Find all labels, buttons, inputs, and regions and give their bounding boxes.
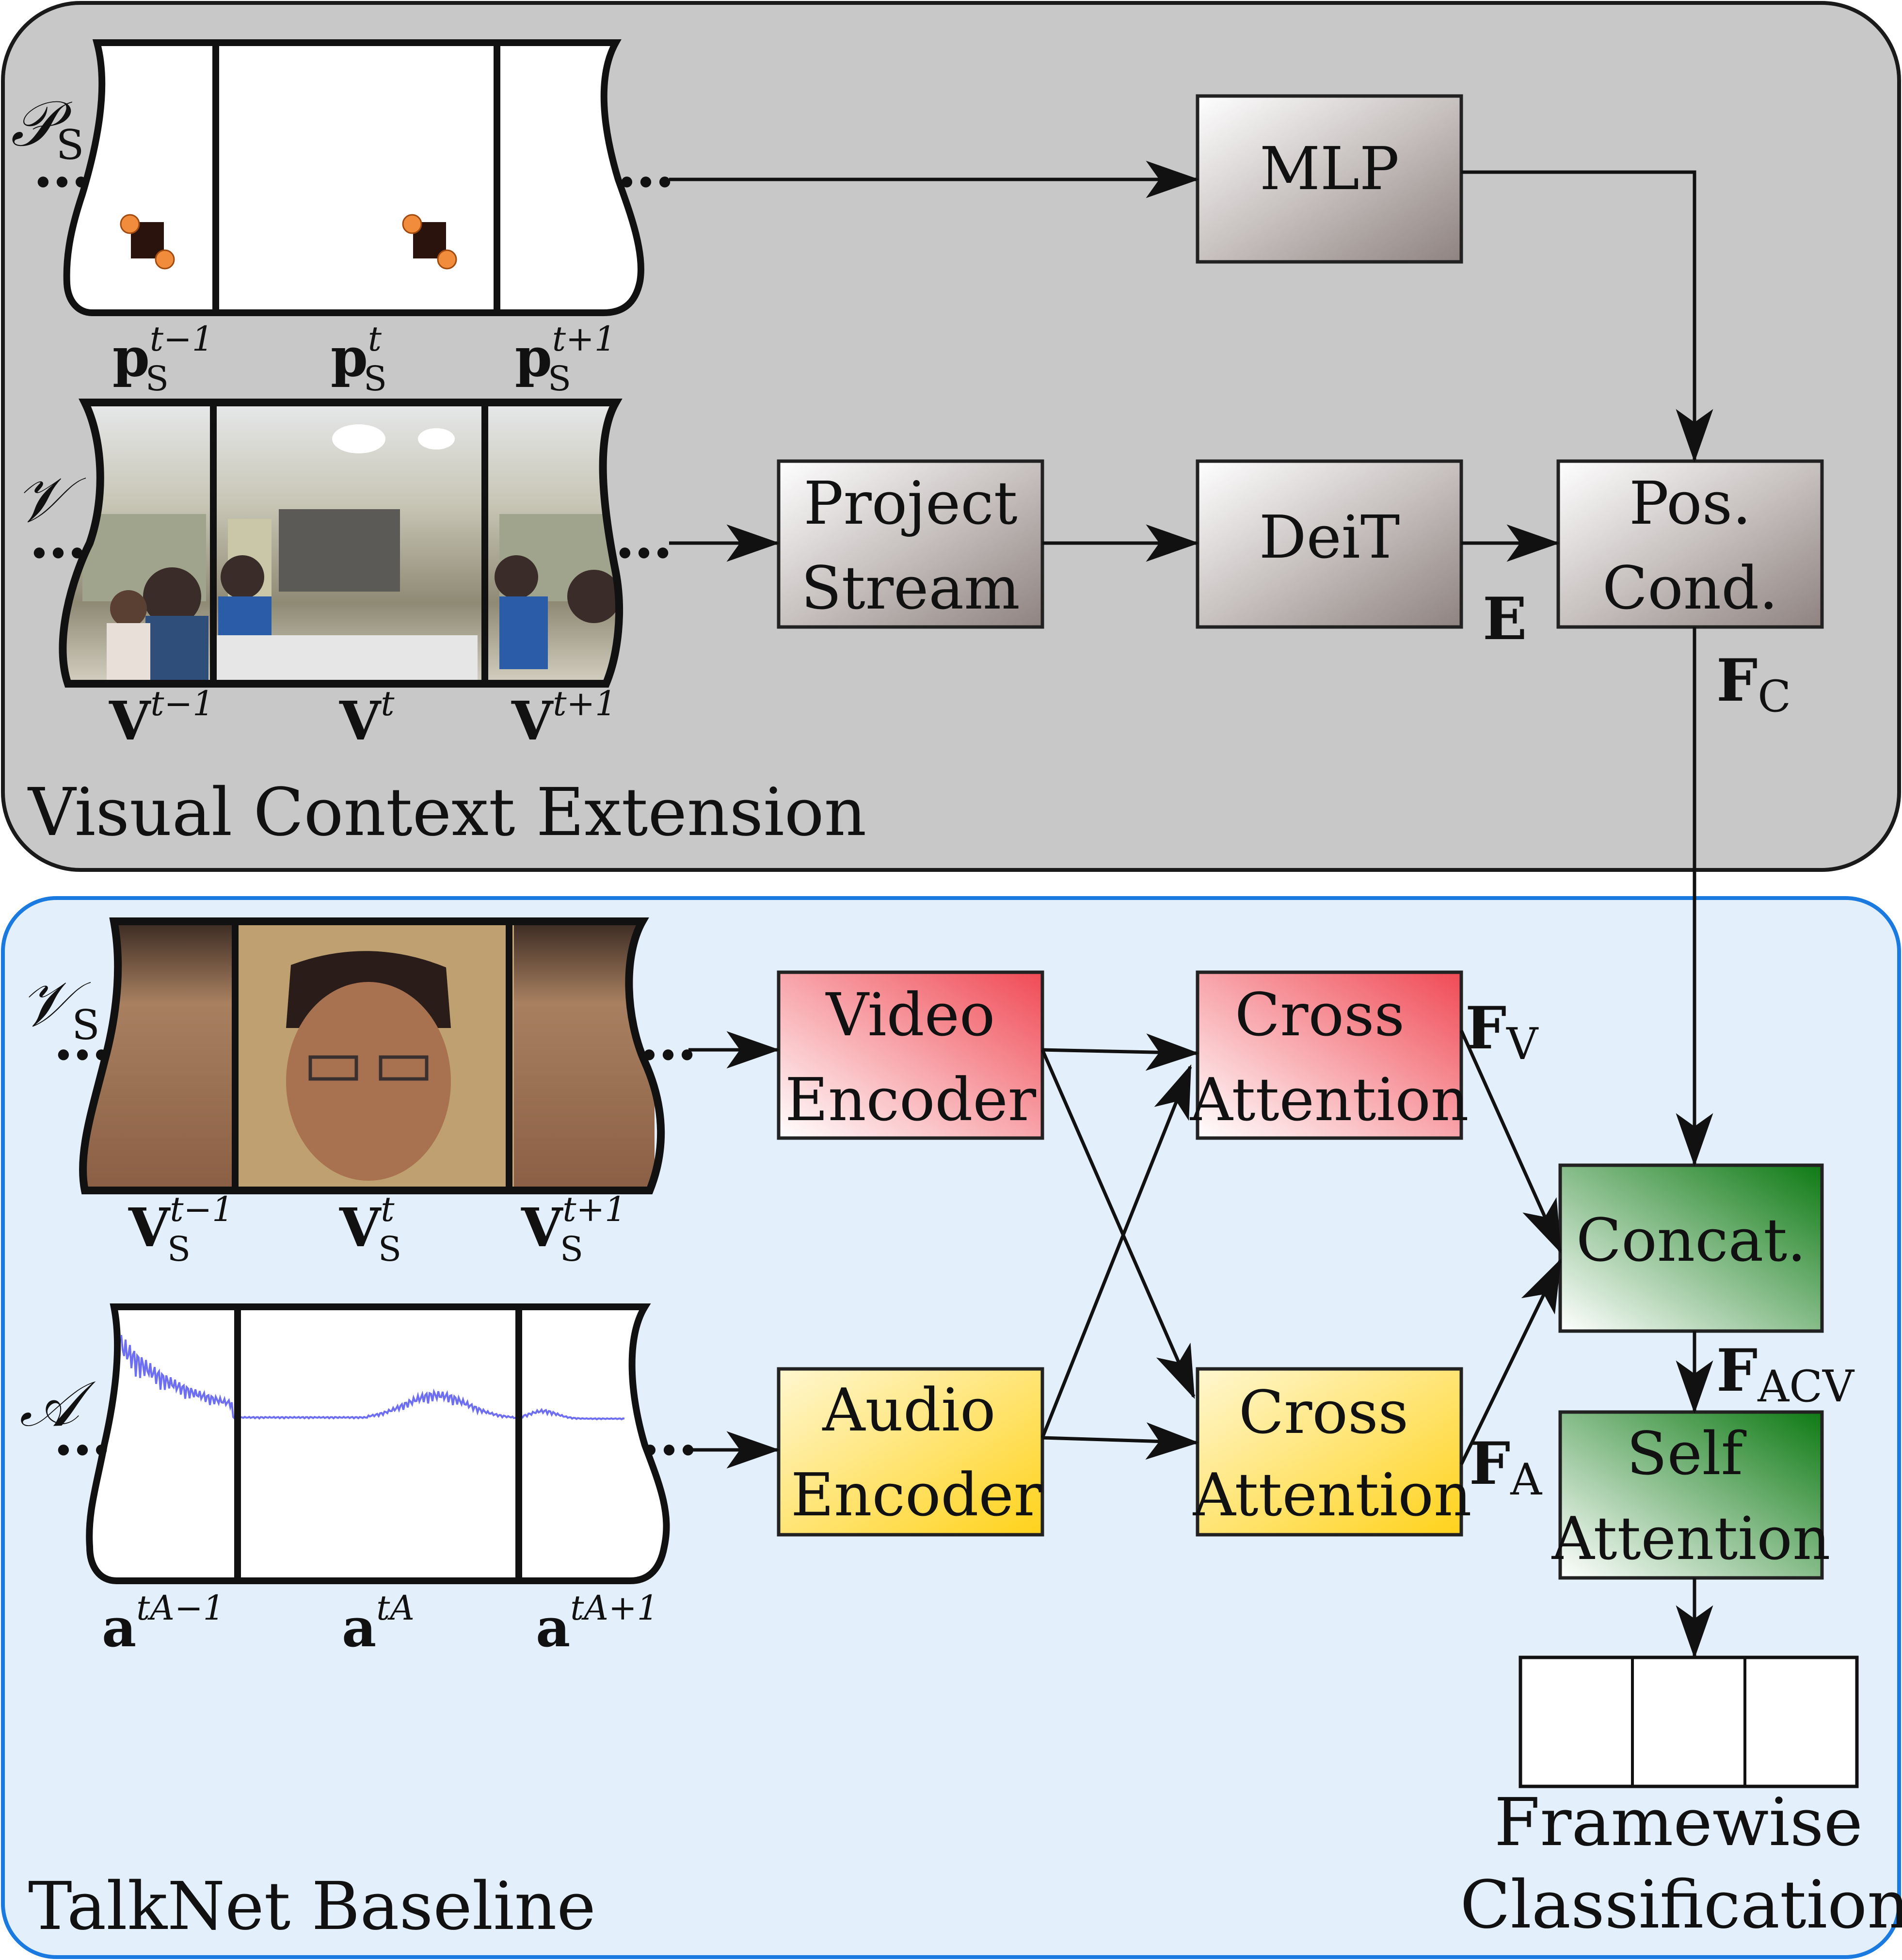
frame-label-v-next: Vt+1	[511, 684, 617, 752]
project-stream-label-2: Stream	[801, 554, 1020, 623]
keypoint-box-icon	[402, 214, 457, 270]
output-cells	[1518, 1655, 1859, 1788]
feature-label-E: E	[1483, 585, 1527, 653]
ellipsis-right: …	[617, 132, 675, 201]
output-label-1: Framewise	[1494, 1784, 1863, 1861]
video-encoder-label-1: Video	[825, 980, 995, 1049]
ellipsis-left: …	[53, 1400, 112, 1469]
concat-label: Concat.	[1576, 1206, 1806, 1275]
cross-attention-v-label-1: Cross	[1235, 980, 1405, 1049]
frame-label-v-prev: Vt−1	[109, 684, 214, 752]
waveform-icon	[120, 1334, 625, 1421]
ellipsis-left: …	[53, 1005, 112, 1074]
project-stream-label-1: Project	[803, 469, 1017, 538]
arrow-audioenc-to-crossa	[1042, 1422, 1199, 1460]
audio-encoder-block: Audio Encoder	[777, 1367, 1044, 1537]
ellipsis-right: …	[615, 503, 673, 572]
arrow-videoenc-to-crossa	[1040, 1049, 1196, 1399]
ellipsis-right: …	[640, 1400, 698, 1469]
arrow-crossa-to-concat	[1459, 1258, 1562, 1465]
self-attention-label-1: Self	[1627, 1419, 1747, 1488]
cross-attention-v-label-2: Attention	[1190, 1065, 1469, 1134]
video-encoder-label-2: Encoder	[785, 1065, 1037, 1134]
deit-label: DeiT	[1259, 503, 1400, 572]
audio-encoder-label-1: Audio	[822, 1376, 995, 1445]
feature-label-FC: FC	[1716, 646, 1791, 722]
ellipsis-left: …	[29, 503, 87, 572]
pose-stream-strip	[63, 39, 644, 316]
talknet-section-label: TalkNet Baseline	[28, 1868, 596, 1945]
arrow-crossv-to-concat	[1459, 1029, 1562, 1254]
visual-context-section-label: Visual Context Extension	[27, 774, 866, 851]
pos-cond-label-1: Pos.	[1629, 469, 1751, 538]
stream-label-ps: 𝒫S	[11, 87, 84, 169]
arrows	[669, 161, 1713, 1659]
frame-label-a-next: atA+1	[536, 1588, 658, 1659]
frame-label-a-prev: atA−1	[102, 1588, 224, 1659]
output-label-2: Classification	[1460, 1867, 1902, 1944]
feature-label-FACV: FACV	[1716, 1336, 1855, 1412]
arrow-audioenc-to-crossv	[1040, 1064, 1192, 1439]
frame-labels-v: Vt−1 Vt Vt+1	[109, 684, 617, 752]
audio-stream-strip	[86, 1303, 670, 1584]
arrow-mlp-to-poscond	[1461, 170, 1713, 463]
frame-labels-a: atA−1 atA atA+1	[102, 1588, 658, 1659]
keypoint-box-icon	[120, 214, 175, 270]
cross-attention-a-label-2: Attention	[1193, 1461, 1472, 1529]
cross-attention-a-block: Cross Attention	[1193, 1367, 1472, 1537]
face-stream-strip	[79, 917, 665, 1194]
ellipsis-right: …	[639, 1005, 697, 1074]
self-attention-label-2: Attention	[1551, 1504, 1831, 1573]
audio-encoder-label-2: Encoder	[791, 1461, 1042, 1529]
frame-label-v-cur: Vt	[339, 684, 395, 752]
video-encoder-block: Video Encoder	[777, 970, 1044, 1140]
pos-cond-block: Pos. Cond.	[1556, 459, 1824, 629]
self-attention-block: Self Attention	[1551, 1410, 1831, 1580]
frame-label-a-cur: atA	[342, 1588, 415, 1659]
cross-attention-v-block: Cross Attention	[1190, 970, 1469, 1140]
mlp-label: MLP	[1260, 134, 1399, 203]
ellipsis-left: …	[33, 132, 91, 201]
video-stream-strip	[59, 399, 623, 688]
arrow-videoenc-to-crossv	[1042, 1033, 1199, 1071]
pos-cond-label-2: Cond.	[1602, 554, 1778, 623]
mlp-block: MLP	[1196, 94, 1463, 264]
concat-block: Concat.	[1558, 1163, 1824, 1333]
deit-block: DeiT	[1196, 459, 1463, 629]
project-stream-block: Project Stream	[777, 459, 1044, 629]
feature-label-FA: FA	[1469, 1430, 1542, 1505]
cross-attention-a-label-1: Cross	[1239, 1378, 1408, 1447]
